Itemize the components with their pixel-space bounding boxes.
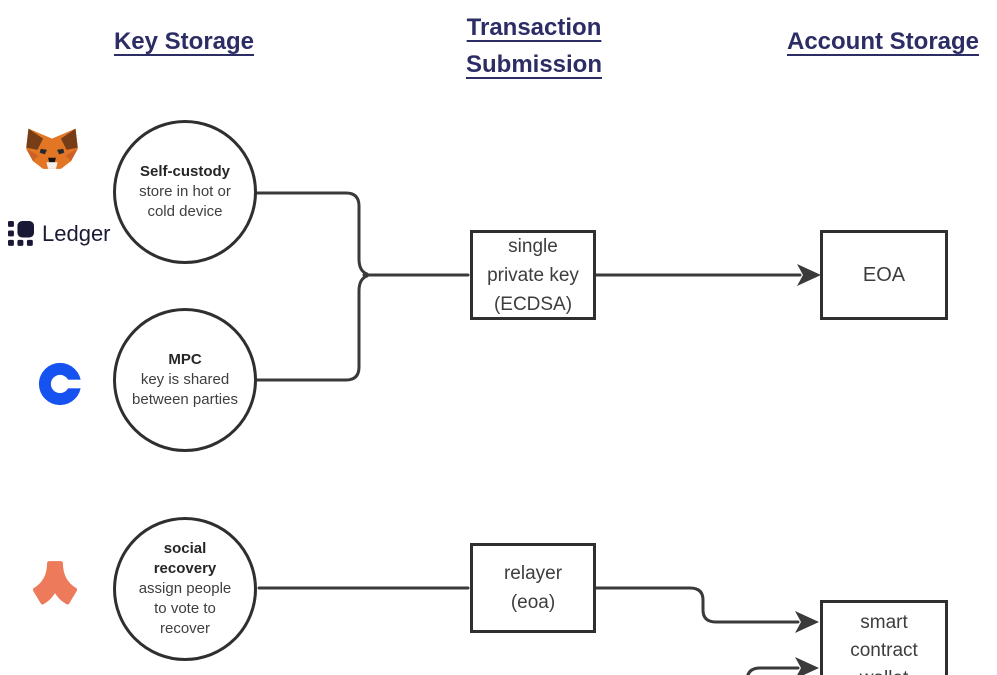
self-custody-title: Self-custody — [139, 163, 230, 180]
self-custody-body: store in hot or cold device — [139, 183, 231, 220]
relayer-line1: relayer — [503, 563, 563, 584]
coinbase-icon — [37, 361, 83, 407]
social-recovery-title: social recovery — [153, 540, 217, 577]
transaction-submission-line2: Submission — [465, 51, 603, 78]
spk-line3: (ECDSA) — [493, 293, 573, 315]
ledger-wordmark: Ledger — [42, 221, 111, 246]
connector-mpc-merge — [255, 274, 369, 382]
relayer-line2: (eoa) — [510, 592, 556, 613]
transaction-submission-line1: Transaction — [466, 14, 602, 41]
scw-line3: wallet — [860, 665, 909, 675]
mpc-body: key is shared between parties — [132, 371, 238, 408]
spk-line2: private key — [487, 264, 579, 286]
arrowhead-eoa — [797, 264, 821, 286]
argent-icon — [30, 557, 80, 621]
arrowhead-scw-top — [795, 611, 819, 633]
spk-line1: single — [508, 235, 558, 257]
scw-line2: contract — [850, 640, 918, 661]
connector-bottom-scw — [746, 666, 800, 675]
node-smart-contract-wallet: smart contract wallet — [820, 600, 948, 675]
column-header-key-storage: Key Storage — [113, 28, 255, 55]
column-header-transaction-submission: Transaction Submission — [466, 9, 602, 83]
node-relayer: relayer (eoa) — [470, 543, 596, 633]
ledger-logo: Ledger — [8, 221, 111, 247]
connector-relayer-scw — [594, 586, 800, 624]
metamask-fox-icon — [24, 123, 80, 207]
social-recovery-body: assign people to vote to recover — [138, 580, 232, 637]
mpc-title: MPC — [168, 351, 202, 368]
ledger-icon — [8, 221, 34, 246]
arrowhead-scw-bottom — [795, 657, 819, 675]
node-eoa: EOA — [820, 230, 948, 320]
connector-selfcustody-merge — [255, 191, 369, 276]
node-mpc: MPC key is shared between parties — [113, 308, 257, 452]
node-social-recovery: social recovery assign people to vote to… — [113, 517, 257, 661]
node-self-custody: Self-custody store in hot or cold device — [113, 120, 257, 264]
scw-line1: smart — [860, 612, 908, 633]
eoa-label: EOA — [862, 263, 906, 286]
node-single-private-key: single private key (ECDSA) — [470, 230, 596, 320]
column-header-account-storage: Account Storage — [786, 28, 980, 55]
